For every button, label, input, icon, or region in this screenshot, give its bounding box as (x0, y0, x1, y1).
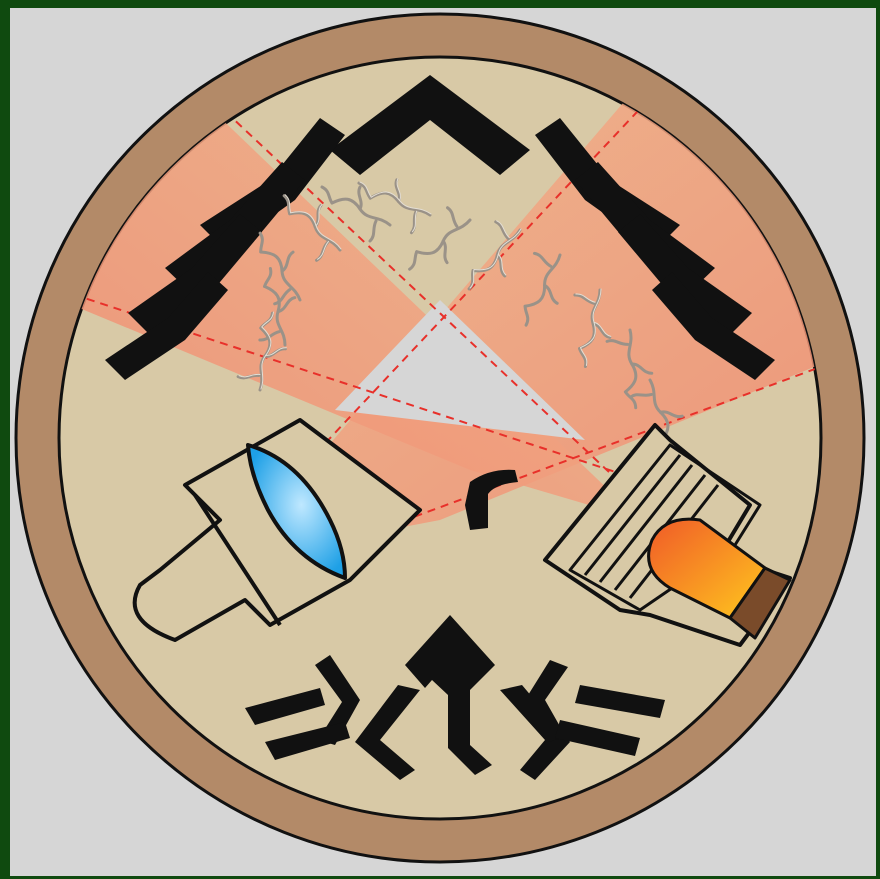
diagram-stage (0, 0, 880, 879)
projector-emblem-diagram (0, 0, 880, 879)
